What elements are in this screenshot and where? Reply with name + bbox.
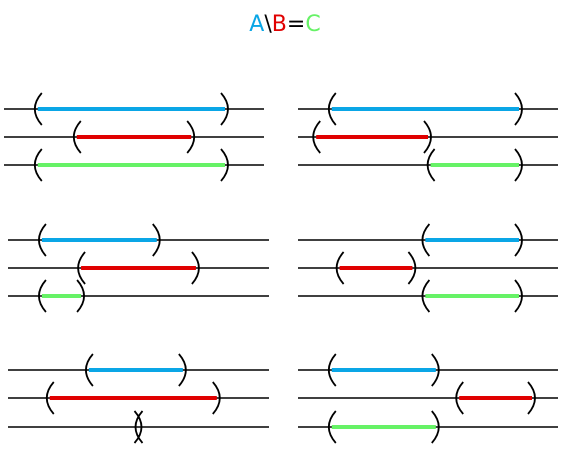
set-a-label: A [249,12,265,37]
open-bracket-right-c-panel-5 [133,410,143,444]
open-bracket-right-b-panel-6 [527,381,536,415]
open-bracket-right-c-panel-6 [431,410,440,444]
open-bracket-left-c-panel-1 [33,148,43,182]
open-bracket-right-b-panel-3 [191,251,200,285]
open-bracket-left-c-panel-2 [426,148,436,182]
open-bracket-left-a-panel-3 [38,223,47,257]
open-bracket-left-a-panel-2 [327,92,337,126]
open-bracket-right-b-panel-4 [407,251,417,285]
open-bracket-right-c-panel-2 [514,148,523,182]
open-bracket-left-b-panel-6 [455,381,464,415]
open-bracket-left-c-panel-6 [327,410,337,444]
open-bracket-left-b-panel-2 [312,120,321,154]
open-bracket-left-a-panel-1 [33,92,43,126]
open-bracket-left-c-panel-3 [38,279,47,313]
set-b-label: B [271,12,287,37]
open-bracket-left-b-panel-3 [77,251,86,285]
open-bracket-right-c-panel-1 [220,148,229,182]
open-bracket-left-a-panel-4 [421,223,431,257]
open-bracket-left-b-panel-1 [72,120,82,154]
open-bracket-right-b-panel-2 [423,120,432,154]
open-bracket-left-a-panel-6 [327,353,337,387]
open-bracket-left-a-panel-5 [85,353,94,387]
open-bracket-right-b-panel-1 [186,120,196,154]
open-bracket-right-c-panel-3 [76,279,85,313]
open-bracket-right-b-panel-5 [212,381,221,415]
open-bracket-right-a-panel-1 [220,92,229,126]
open-bracket-right-a-panel-4 [514,223,523,257]
open-bracket-left-c-panel-5 [134,410,144,444]
open-bracket-left-c-panel-4 [421,279,431,313]
open-bracket-right-a-panel-3 [152,223,161,257]
open-bracket-right-c-panel-4 [514,279,523,313]
open-bracket-left-b-panel-5 [45,381,55,415]
open-bracket-left-b-panel-4 [335,251,345,285]
open-bracket-right-a-panel-5 [178,353,187,387]
open-bracket-right-a-panel-2 [514,92,523,126]
set-c-label: C [305,12,321,37]
equation-title: A\B=C [0,10,570,40]
equals-symbol: = [286,12,306,37]
open-bracket-right-a-panel-6 [431,353,440,387]
set-difference-symbol: \ [264,12,272,37]
